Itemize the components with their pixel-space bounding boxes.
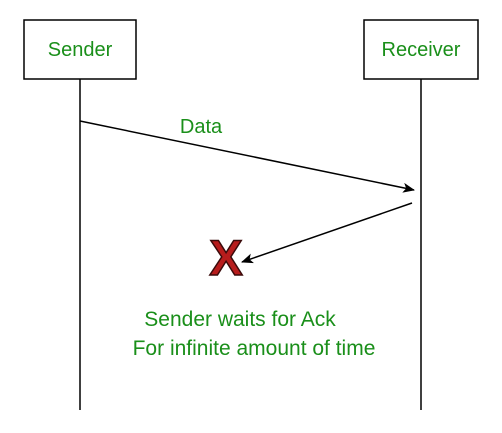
data-label: Data (180, 116, 223, 138)
caption-line-2: For infinite amount of time (133, 337, 376, 360)
lost-ack-message: X (209, 202, 413, 287)
sender-box (23, 19, 137, 80)
receiver-label: Receiver (382, 39, 461, 61)
ack-arrow (241, 202, 413, 264)
wait-caption: Sender waits for Ack For infinite amount… (133, 308, 376, 360)
sender-participant: Sender (23, 19, 137, 410)
caption-line-1: Sender waits for Ack (144, 308, 336, 331)
sender-label: Sender (48, 39, 113, 61)
data-arrow (79, 120, 415, 193)
data-message: Data (79, 116, 415, 193)
receiver-box (363, 19, 479, 80)
receiver-participant: Receiver (363, 19, 479, 410)
lost-ack-cross-icon: X (209, 230, 242, 286)
